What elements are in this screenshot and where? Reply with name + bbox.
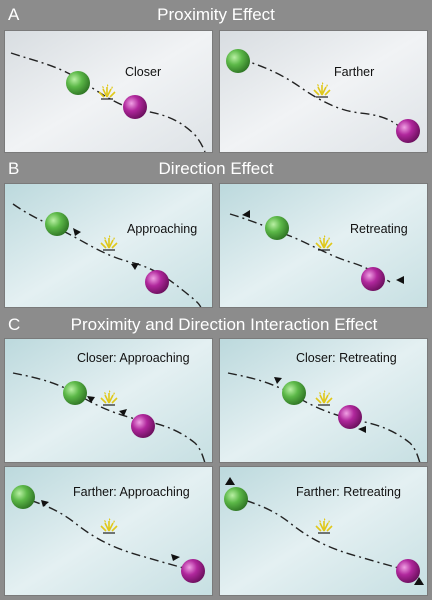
panel-farther: Farther <box>219 30 428 153</box>
panel-retreating: Retreating <box>219 183 428 308</box>
section-title: Proximity and Direction Interaction Effe… <box>70 315 378 334</box>
green-sphere-icon <box>265 216 289 240</box>
panel-label: Closer <box>125 65 162 79</box>
section-letter: A <box>8 5 20 24</box>
green-sphere-icon <box>11 485 35 509</box>
panel-farther-retreating: Farther: Retreating <box>219 466 428 596</box>
panel-label: Farther <box>334 65 375 79</box>
arrowhead-icon <box>131 263 139 270</box>
arrowhead-icon <box>242 210 250 218</box>
green-sphere-icon <box>282 381 306 405</box>
arrowhead-icon <box>225 477 235 485</box>
arrowhead-icon <box>396 276 404 284</box>
section-title: Proximity Effect <box>157 5 275 24</box>
panel-closer-approaching: Closer: Approaching <box>4 338 213 463</box>
section-b-header: B Direction Effect <box>0 153 432 183</box>
magenta-sphere-icon <box>145 270 169 294</box>
magenta-sphere-icon <box>181 559 205 583</box>
magenta-sphere-icon <box>338 405 362 429</box>
arrowhead-icon <box>358 426 366 433</box>
arrowhead-icon <box>87 396 95 403</box>
arrowhead-icon <box>274 377 282 384</box>
panel-label: Closer: Approaching <box>77 351 190 365</box>
panel-label: Retreating <box>350 222 408 236</box>
green-sphere-icon <box>226 49 250 73</box>
panel-approaching: Approaching <box>4 183 213 308</box>
arrowhead-icon <box>41 500 49 507</box>
section-a-header: A Proximity Effect <box>0 0 432 30</box>
arrowhead-icon <box>119 409 127 416</box>
magenta-sphere-icon <box>396 119 420 143</box>
magenta-sphere-icon <box>361 267 385 291</box>
panel-farther-approaching: Farther: Approaching <box>4 466 213 596</box>
magenta-sphere-icon <box>131 414 155 438</box>
green-sphere-icon <box>63 381 87 405</box>
panel-closer: Closer <box>4 30 213 153</box>
green-sphere-icon <box>224 487 248 511</box>
magenta-sphere-icon <box>123 95 147 119</box>
panel-closer-retreating: Closer: Retreating <box>219 338 428 463</box>
green-sphere-icon <box>66 71 90 95</box>
panel-label: Approaching <box>127 222 198 236</box>
section-c-header: C Proximity and Direction Interaction Ef… <box>0 308 432 338</box>
section-title: Direction Effect <box>158 159 274 178</box>
section-letter: C <box>8 315 21 334</box>
magenta-sphere-icon <box>396 559 420 583</box>
panel-label: Farther: Approaching <box>73 485 190 499</box>
arrowhead-icon <box>171 554 180 561</box>
panel-label: Closer: Retreating <box>296 351 397 365</box>
panel-label: Farther: Retreating <box>296 485 401 499</box>
green-sphere-icon <box>45 212 69 236</box>
arrowhead-icon <box>73 228 81 236</box>
arrowhead-icon <box>414 577 424 585</box>
section-letter: B <box>8 159 20 178</box>
